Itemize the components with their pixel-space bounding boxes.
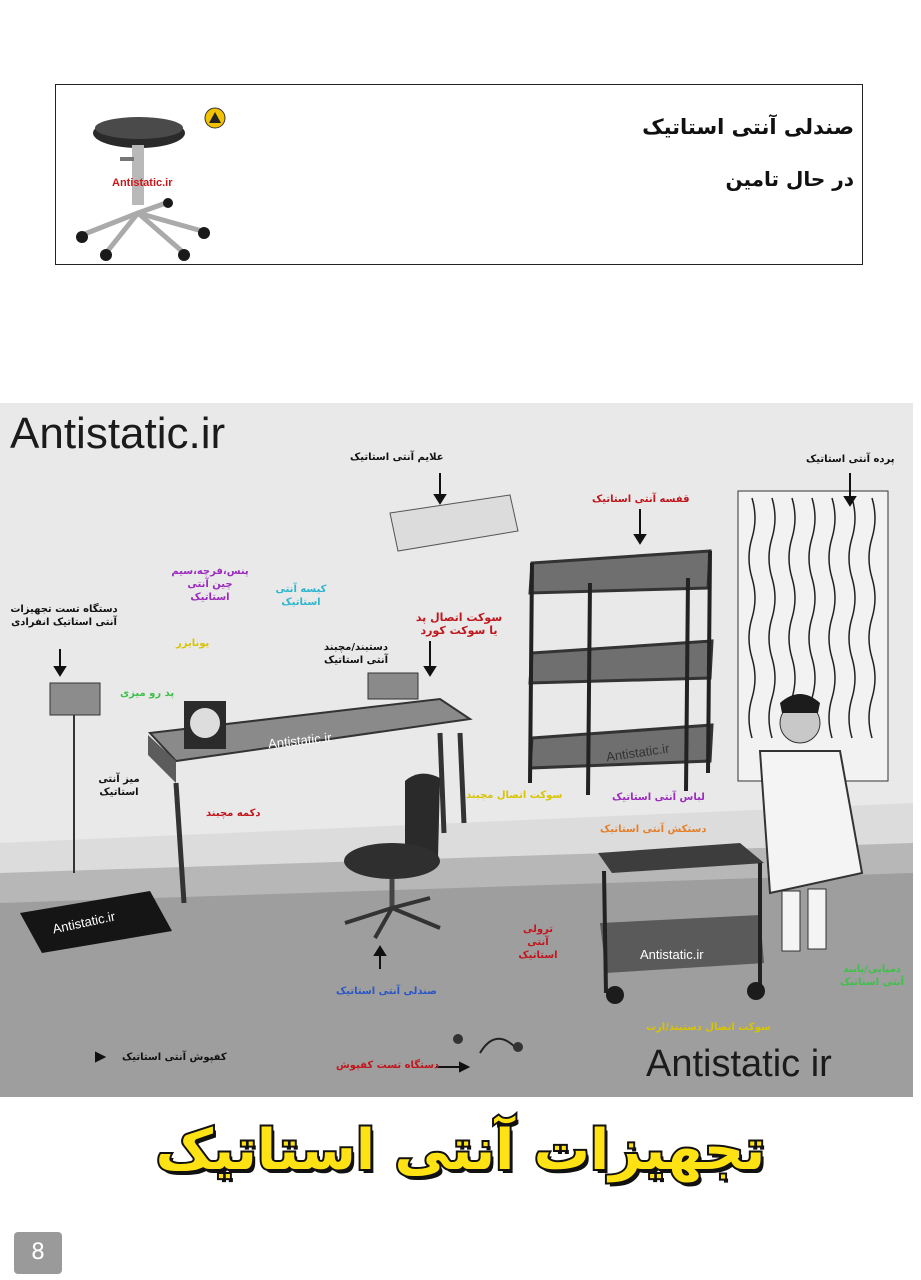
label-mat: پد رو میزی	[120, 688, 175, 699]
label-ionizer: یونایزر	[176, 638, 210, 649]
label-trolley: ترولی آنتی استاتیک	[518, 924, 558, 961]
stool-image	[76, 117, 210, 261]
label-snap-button: دکمه مچبند	[206, 808, 261, 819]
brand-watermark-top: Antistatic.ir	[10, 409, 226, 458]
label-heel: دمپایی/پابند آنتی استاتیک	[839, 964, 905, 988]
label-gloves: دستکش آنتی استاتیک	[600, 824, 707, 835]
card-watermark: Antistatic.ir	[112, 177, 173, 189]
label-curtain: پرده آنتی استاتیک	[806, 454, 895, 465]
workstation-scene	[0, 473, 913, 1097]
label-shoes: کفپوش آنتی استاتیک	[122, 1052, 227, 1063]
product-title: صندلی آنتی استاتیک	[642, 115, 854, 139]
label-tester: دستگاه تست تجهیزات آنتی استاتیک انفرادی	[10, 604, 118, 628]
label-table: میز آنتی استاتیک	[98, 774, 140, 798]
product-card[interactable]: Antistatic.ir صندلی آنتی استاتیک در حال …	[55, 84, 863, 265]
label-socket-ground: سوکت اتصال پد یا سوکت کورد	[415, 611, 503, 637]
equipment-illustration: Antistatic.ir Antistatic ir Antistatic.i…	[0, 403, 913, 1097]
page-number-badge: 8	[14, 1232, 62, 1274]
page-headline: تجهیزات آنتی استاتیک	[154, 1116, 769, 1185]
product-status: در حال تامین	[725, 167, 854, 191]
label-tools: پنس،فرچه،سیم چین آنتی استاتیک	[171, 566, 249, 603]
label-wrist-socket: سوکت اتصال مچبند	[466, 790, 563, 801]
trolley-watermark: Antistatic.ir	[640, 947, 704, 962]
esd-badge-icon	[204, 107, 226, 129]
label-rack: قفسه آنتی استاتیک	[592, 494, 690, 505]
label-shoe-tester: دستگاه تست کفپوش	[336, 1060, 440, 1071]
label-ground-socket: سوکت اتصال دستبند/ارت	[646, 1022, 771, 1033]
label-chair: صندلی آنتی استاتیک	[336, 986, 437, 997]
label-bag: کیسه آنتی استاتیک	[275, 584, 327, 608]
label-coat: لباس آنتی استاتیک	[612, 792, 705, 803]
label-signs: علایم آنتی استاتیک	[350, 452, 444, 463]
brand-watermark-bottom: Antistatic ir	[646, 1043, 832, 1085]
label-wrist: دستبند/مچبند آنتی استاتیک	[323, 642, 389, 666]
